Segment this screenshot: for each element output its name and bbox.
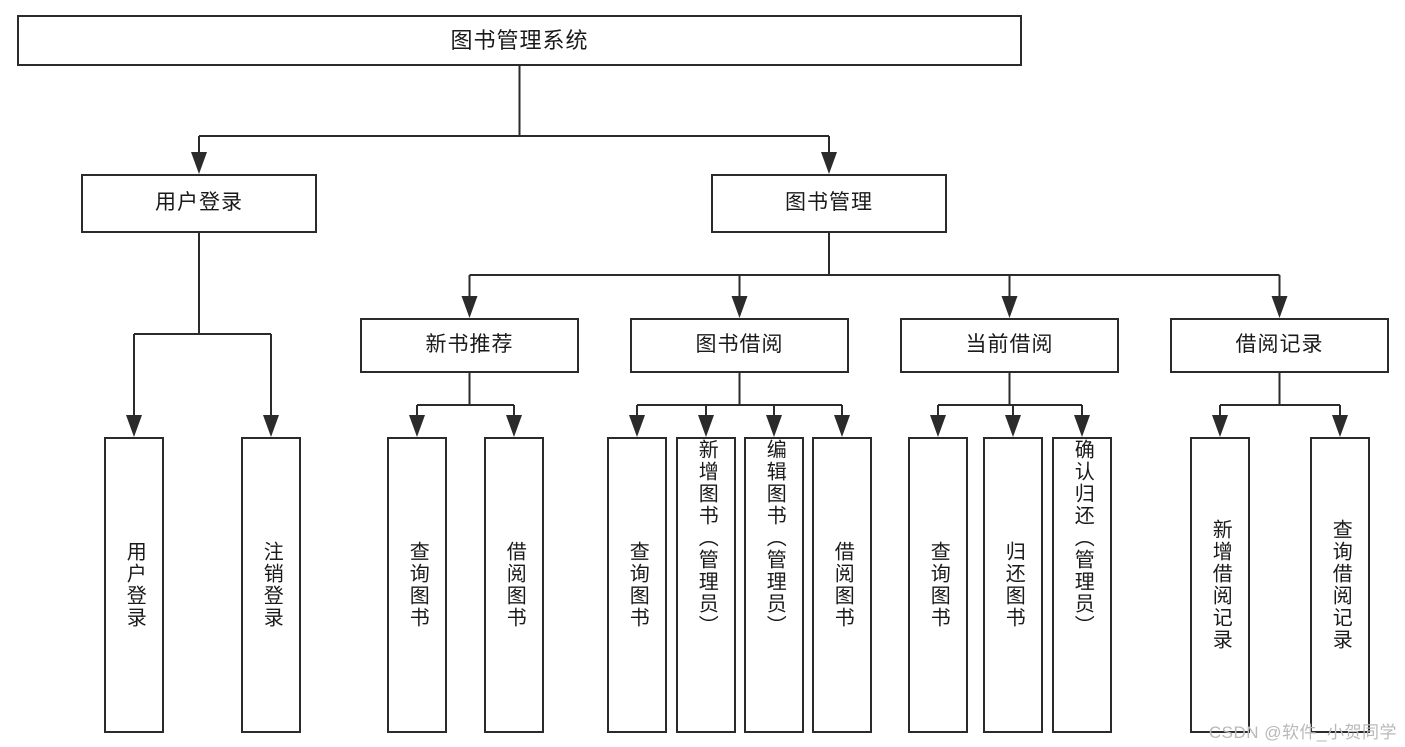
node-label: 当前借阅 <box>965 333 1054 357</box>
node-label: 借阅记录 <box>1235 333 1324 357</box>
node-label: 查询图书 <box>406 541 429 629</box>
node-label: 新增借阅记录 <box>1209 519 1232 651</box>
node-leaf-borrow-book-2: 借阅图书 <box>812 437 872 733</box>
node-leaf-add-record: 新增借阅记录 <box>1190 437 1250 733</box>
node-label: 借阅图书 <box>503 541 526 629</box>
node-label: 新书推荐 <box>425 333 514 357</box>
node-label: 查询图书 <box>927 541 950 629</box>
node-leaf-borrow-book-1: 借阅图书 <box>484 437 544 733</box>
node-label: 图书管理系统 <box>450 27 589 53</box>
node-leaf-confirm-return: 确认归还（管理员） <box>1052 437 1112 733</box>
node-leaf-edit-book: 编辑图书（管理员） <box>744 437 804 733</box>
node-label: 归还图书 <box>1002 541 1025 629</box>
node-leaf-return-book: 归还图书 <box>983 437 1043 733</box>
node-book-manage: 图书管理 <box>711 174 947 233</box>
node-leaf-add-book: 新增图书（管理员） <box>676 437 736 733</box>
node-leaf-query-book-3: 查询图书 <box>908 437 968 733</box>
node-label: 确认归还（管理员） <box>1071 439 1094 637</box>
node-leaf-user-login: 用户登录 <box>104 437 164 733</box>
node-label: 新增图书（管理员） <box>695 439 718 637</box>
node-label: 查询图书 <box>626 541 649 629</box>
node-label: 编辑图书（管理员） <box>763 439 786 637</box>
node-leaf-query-book-2: 查询图书 <box>607 437 667 733</box>
node-root: 图书管理系统 <box>17 15 1022 66</box>
node-label: 用户登录 <box>155 191 243 215</box>
node-leaf-logout: 注销登录 <box>241 437 301 733</box>
node-new-book-rec: 新书推荐 <box>360 318 579 373</box>
node-user-login: 用户登录 <box>81 174 317 233</box>
node-borrow-record: 借阅记录 <box>1170 318 1389 373</box>
node-leaf-query-record: 查询借阅记录 <box>1310 437 1370 733</box>
node-leaf-query-book-1: 查询图书 <box>387 437 447 733</box>
node-label: 图书借阅 <box>695 333 784 357</box>
node-label: 注销登录 <box>260 541 283 629</box>
node-label: 用户登录 <box>123 541 146 629</box>
node-book-borrow: 图书借阅 <box>630 318 849 373</box>
node-label: 查询借阅记录 <box>1329 519 1352 651</box>
node-label: 借阅图书 <box>831 541 854 629</box>
node-current-borrow: 当前借阅 <box>900 318 1119 373</box>
node-label: 图书管理 <box>785 191 873 215</box>
